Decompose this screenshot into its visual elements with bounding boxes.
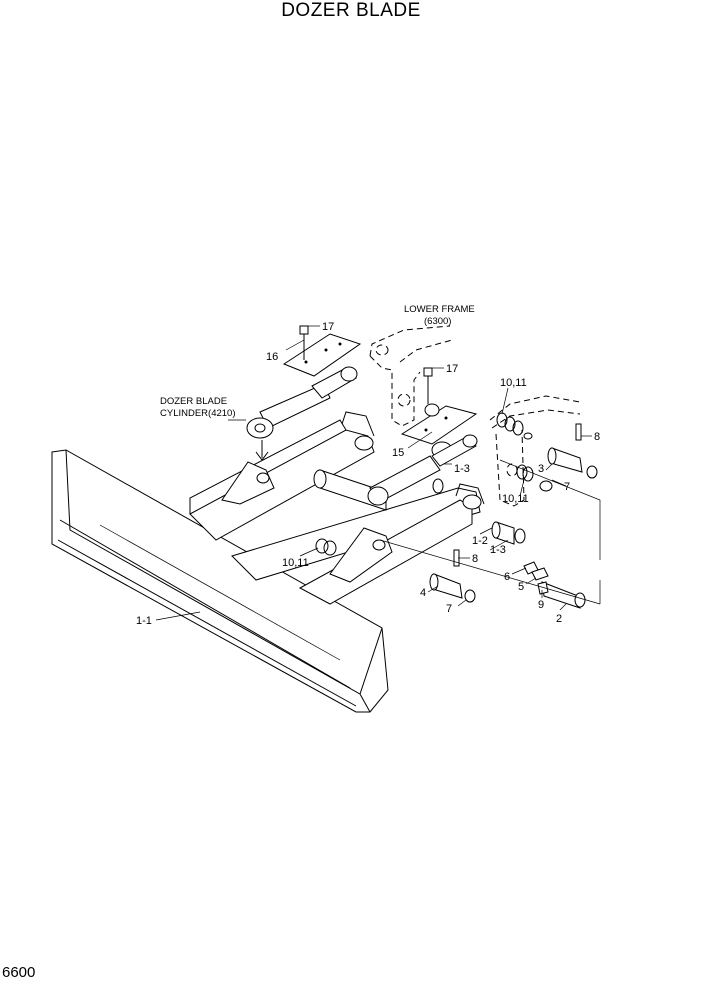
lower-frame [369,325,581,507]
callout-7-upper: 7 [564,481,570,493]
callout-10-11-upper: 10,11 [500,377,527,389]
lower-frame-label-1: LOWER FRAME [404,304,475,315]
lower-frame-label-2: (6300) [424,316,451,327]
callout-1-3-lower: 1-3 [490,544,506,556]
callout-1-1: 1-1 [136,615,152,627]
callout-10-11-lower: 10,11 [282,557,309,569]
callout-7-lower: 7 [446,603,452,615]
dozer-blade-cylinder [246,366,478,506]
cylinder-label-2: CYLINDER(4210) [160,408,236,419]
callout-17-top: 17 [322,321,334,333]
leader-lines [155,325,592,621]
callout-2: 2 [556,613,562,625]
cover-plates [282,325,478,445]
callout-15: 15 [392,447,404,459]
callout-4: 4 [420,587,426,599]
callout-3: 3 [538,463,544,475]
callout-8-upper: 8 [594,431,600,443]
small-parts [315,412,601,609]
callout-1-3-upper: 1-3 [454,463,470,475]
callout-9: 9 [538,599,544,611]
callout-17-right: 17 [446,363,458,375]
callout-1-2: 1-2 [472,535,488,547]
cylinder-label-1: DOZER BLADE [160,396,227,407]
callout-8-lower: 8 [472,553,478,565]
dozer-blade [51,449,389,713]
callout-16: 16 [266,351,278,363]
callouts: LOWER FRAME (6300) DOZER BLADE CYLINDER(… [136,304,600,627]
callout-10-11-middle: 10,11 [502,493,529,505]
callout-6: 6 [504,571,510,583]
push-frame [189,411,485,605]
callout-5: 5 [518,581,524,593]
page-title: DOZER BLADE [281,0,421,21]
page-number: 6600 [2,964,36,981]
